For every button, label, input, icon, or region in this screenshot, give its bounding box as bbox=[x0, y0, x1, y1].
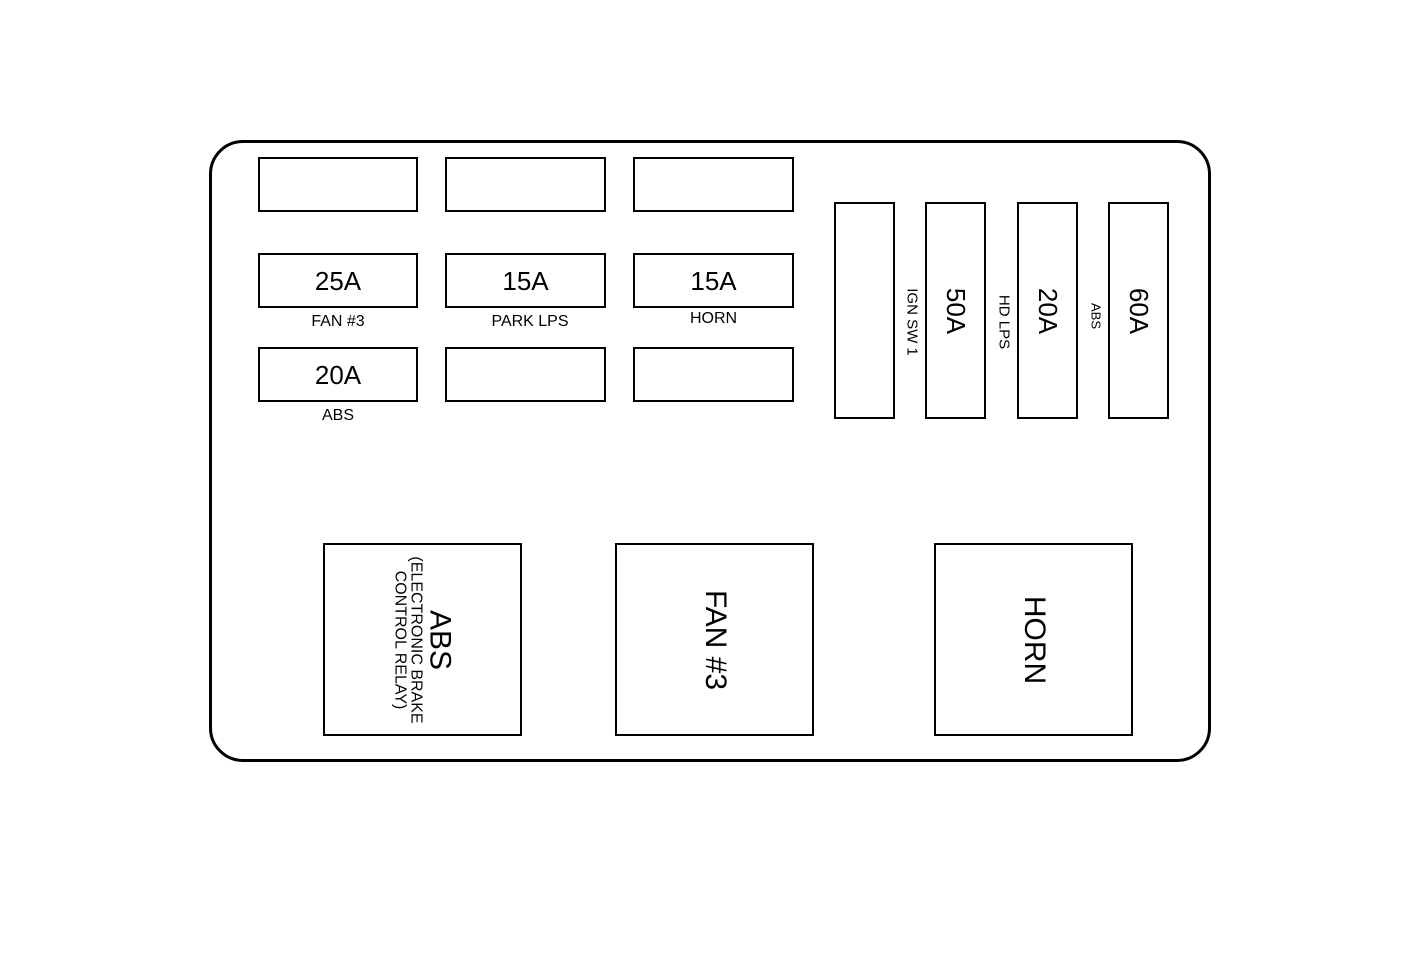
maxifuse-rating: 20A bbox=[1032, 287, 1063, 334]
relay-subtitle-line-1: (ELECTRONIC BRAKE bbox=[407, 555, 425, 724]
fuse-block-outline bbox=[209, 140, 1211, 762]
fuse-rating: 15A bbox=[502, 265, 549, 296]
relay-fan-3: FAN #3 bbox=[615, 543, 814, 736]
maxifuse-label-ign-sw-1: IGN SW 1 bbox=[903, 288, 921, 356]
maxifuse-label-hd-lps: HD LPS bbox=[995, 294, 1013, 350]
relay-abs: ABS (ELECTRONIC BRAKE CONTROL RELAY) bbox=[323, 543, 522, 736]
relay-subtitle-line-2: CONTROL RELAY) bbox=[390, 570, 408, 709]
fuse-slot-9 bbox=[633, 347, 794, 402]
maxifuse-abs: 20A bbox=[1017, 202, 1078, 419]
relay-horn: HORN bbox=[934, 543, 1133, 736]
fuse-slot-1 bbox=[258, 157, 418, 212]
maxifuse-rating: 60A bbox=[1123, 287, 1154, 334]
fuse-label-park-lps: PARK LPS bbox=[491, 313, 569, 330]
fuse-label-fan-3: FAN #3 bbox=[311, 313, 365, 330]
fuse-fan-3: 25A bbox=[258, 253, 418, 308]
fuse-rating: 20A bbox=[314, 359, 362, 390]
fuse-label-horn: HORN bbox=[689, 310, 738, 327]
fuse-horn: 15A bbox=[633, 253, 794, 308]
fuse-label-abs: ABS bbox=[321, 407, 354, 424]
fuse-slot-2 bbox=[445, 157, 606, 212]
fuse-abs: 20A bbox=[258, 347, 418, 402]
maxifuse-rating: 50A bbox=[940, 287, 971, 334]
relay-abs-text: ABS (ELECTRONIC BRAKE CONTROL RELAY) bbox=[390, 555, 457, 724]
relay-title: FAN #3 bbox=[698, 589, 732, 690]
relay-fan-3-text: FAN #3 bbox=[698, 589, 732, 690]
maxifuse-hd-lps: 50A bbox=[925, 202, 986, 419]
maxifuse-60a: 60A bbox=[1108, 202, 1169, 419]
maxifuse-ign-sw-1 bbox=[834, 202, 895, 419]
fuse-rating: 15A bbox=[690, 265, 737, 296]
fuse-rating: 25A bbox=[314, 265, 362, 296]
fuse-park-lps: 15A bbox=[445, 253, 606, 308]
relay-horn-text: HORN bbox=[1017, 595, 1051, 684]
relay-title: ABS bbox=[423, 609, 457, 670]
fuse-slot-3 bbox=[633, 157, 794, 212]
fuse-slot-8 bbox=[445, 347, 606, 402]
relay-title: HORN bbox=[1017, 595, 1051, 684]
maxifuse-label-abs: ABS bbox=[1088, 302, 1104, 330]
